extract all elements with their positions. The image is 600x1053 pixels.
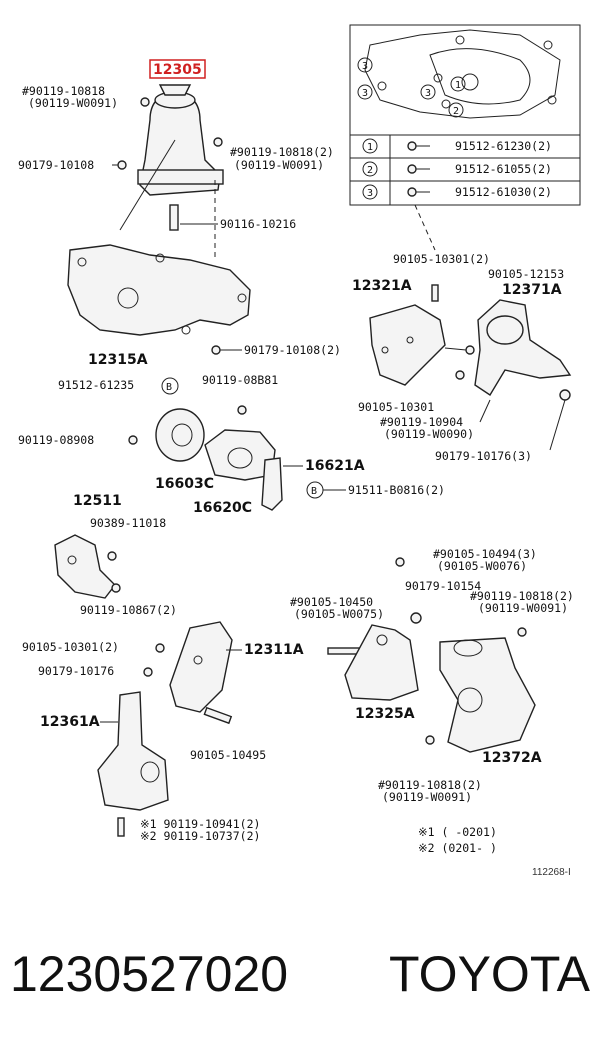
label-90105-10494: #90105-10494(3): [433, 547, 537, 561]
highlight-box: [149, 59, 206, 79]
label-90179-10154: 90179-10154: [405, 579, 481, 593]
label-16621a: 16621A: [305, 458, 365, 474]
label-90105-10301-c: 90105-10301(2): [22, 640, 119, 654]
bracket-16621a: [261, 457, 283, 511]
label-90105-10301-b: 90105-10301: [358, 400, 434, 414]
label-90119-10867: 90119-10867(2): [80, 603, 177, 617]
brand-name: TOYOTA: [389, 946, 590, 1002]
bracket-12511: [54, 534, 116, 599]
label-12372a: 12372A: [482, 750, 542, 766]
inset-callout-3b: 3: [362, 88, 368, 99]
label-91512-61055: 91512-61055(2): [455, 162, 552, 176]
label-12371a: 12371A: [502, 282, 562, 298]
mount-12361a: [97, 691, 169, 811]
label-90119-w0091-a: (90119-W0091): [28, 96, 118, 110]
label-90119-08908: 90119-08908: [18, 433, 94, 447]
label-90105-w0076: (90105-W0076): [437, 559, 527, 573]
label-91512-61235: 91512-61235: [58, 378, 134, 392]
label-12311a: 12311A: [244, 642, 304, 658]
label-90119-w0090: (90119-W0090): [384, 427, 474, 441]
label-90119-10904: #90119-10904: [380, 415, 463, 429]
bracket-12315a: [67, 244, 251, 336]
inset-callout-1: 1: [455, 80, 461, 91]
callout-b-2: B: [311, 486, 317, 497]
bolt-table: 1 2 3 91512-61230(2) 91512-61055(2) 9151…: [349, 134, 581, 206]
table-row-1-number: 1: [367, 142, 373, 153]
label-90119-w0091-c: (90119-W0091): [478, 601, 568, 615]
label-91512-61030: 91512-61030(2): [455, 185, 552, 199]
label-90119-w0091-d: (90119-W0091): [382, 790, 472, 804]
label-16620c: 16620C: [193, 500, 252, 516]
label-90119-10818-d: #90119-10818(2): [378, 778, 482, 792]
label-12325a: 12325A: [355, 706, 415, 722]
mount-12371a: [474, 299, 572, 396]
note-1: ※1 ( -0201): [418, 825, 497, 839]
label-12321a: 12321A: [352, 278, 412, 294]
label-90119-10818-a: #90119-10818: [22, 84, 105, 98]
label-12511: 12511: [73, 493, 122, 509]
part-number: 1230527020: [10, 946, 289, 1002]
label-90105-10495: 90105-10495: [190, 748, 266, 762]
label-90119-10737: ※2 90119-10737(2): [140, 829, 260, 843]
label-91511-b0816: 91511-B0816(2): [348, 483, 445, 497]
label-90119-08b81: 90119-08B81: [202, 373, 278, 387]
label-12361a: 12361A: [40, 714, 100, 730]
diagram-ref-code: 112268-I: [532, 867, 571, 878]
mount-12372a: [439, 637, 536, 753]
inset-cover-drawing: [364, 29, 561, 119]
label-16603c: 16603C: [155, 476, 214, 492]
label-90179-10108-b: 90179-10108(2): [244, 343, 341, 357]
exploded-parts-diagram: 3 3 3 2 1 1 2 3 91512-61230(2) 91512-610…: [18, 24, 581, 878]
label-90105-w0075: (90105-W0075): [294, 607, 384, 621]
label-12315a: 12315A: [88, 352, 148, 368]
label-90105-12153: 90105-12153: [488, 267, 564, 281]
label-90179-10108-a: 90179-10108: [18, 158, 94, 172]
inset-callout-2: 2: [453, 106, 459, 117]
label-90119-10818-b: #90119-10818(2): [230, 145, 334, 159]
label-90105-10301-a: 90105-10301(2): [393, 252, 490, 266]
bracket-12321a: [369, 304, 446, 386]
bracket-12325a: [344, 624, 419, 701]
label-90116-10216: 90116-10216: [220, 217, 296, 231]
inset-callout-3c: 3: [425, 88, 431, 99]
table-row-3-number: 3: [367, 188, 373, 199]
label-90389-11018: 90389-11018: [90, 516, 166, 530]
table-row-2-number: 2: [367, 165, 373, 176]
label-90105-10450: #90105-10450: [290, 595, 373, 609]
inset-callout-3a: 3: [362, 61, 368, 72]
label-91512-61230: 91512-61230(2): [455, 139, 552, 153]
callout-b-1: B: [166, 382, 172, 393]
label-90179-10176-b: 90179-10176: [38, 664, 114, 678]
label-90119-w0091-b: (90119-W0091): [234, 158, 324, 172]
label-12305: 12305: [153, 62, 202, 78]
idler-pulley-16603c: [155, 408, 205, 462]
note-2: ※2 (0201- ): [418, 841, 497, 855]
label-90179-10176-a: 90179-10176(3): [435, 449, 532, 463]
footer: 1230527020 TOYOTA: [10, 945, 590, 1003]
bracket-12311a: [169, 621, 233, 713]
label-90119-10941: ※1 90119-10941(2): [140, 817, 260, 831]
label-90119-10818-c: #90119-10818(2): [470, 589, 574, 603]
